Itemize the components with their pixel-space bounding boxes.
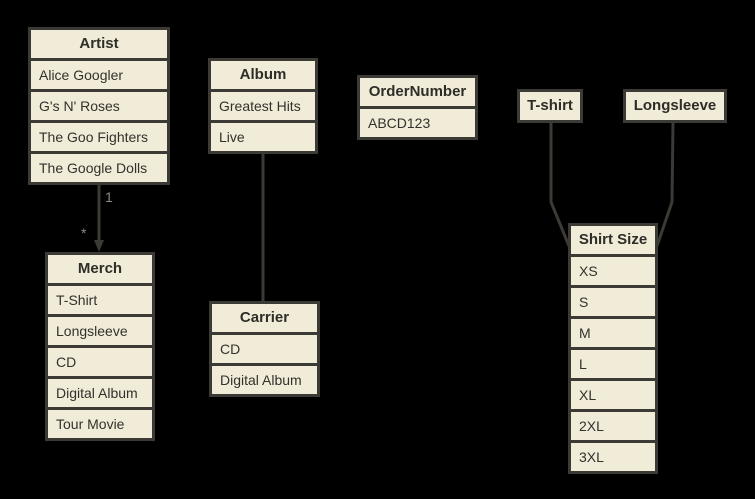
entity-ordernumber: OrderNumber ABCD123	[357, 75, 478, 140]
entity-longsleeve-header: Longsleeve	[633, 97, 717, 114]
table-row: ABCD123	[360, 106, 475, 137]
entity-artist: Artist Alice Googler G's N' Roses The Go…	[28, 27, 170, 185]
table-row: XS	[571, 254, 655, 285]
connector-tshirt-shirtsize	[549, 123, 571, 247]
entity-carrier: Carrier CD Digital Album	[209, 301, 320, 397]
table-row: Digital Album	[48, 376, 152, 407]
table-row: The Goo Fighters	[31, 120, 167, 151]
entity-tshirt-header: T-shirt	[527, 97, 573, 114]
table-row: G's N' Roses	[31, 89, 167, 120]
edge-label-many: *	[81, 225, 87, 241]
table-row: Tour Movie	[48, 407, 152, 438]
table-row: 2XL	[571, 409, 655, 440]
table-row: Live	[211, 120, 315, 151]
entity-album-header: Album	[239, 66, 287, 83]
entity-tshirt: T-shirt	[517, 89, 583, 123]
entity-merch: Merch T-Shirt Longsleeve CD Digital Albu…	[45, 252, 155, 441]
table-row: CD	[212, 332, 317, 363]
table-row: Greatest Hits	[211, 89, 315, 120]
table-row: M	[571, 316, 655, 347]
entity-album: Album Greatest Hits Live	[208, 58, 318, 154]
table-row: Longsleeve	[48, 314, 152, 345]
entity-merch-header: Merch	[77, 260, 123, 277]
arrowhead-artist-merch-icon	[94, 240, 104, 252]
table-row: Digital Album	[212, 363, 317, 394]
table-row: L	[571, 347, 655, 378]
connector-longsleeve-shirtsize	[655, 122, 675, 247]
entity-carrier-header: Carrier	[239, 309, 290, 326]
table-row: 3XL	[571, 440, 655, 471]
table-row: Alice Googler	[31, 58, 167, 89]
entity-artist-header: Artist	[79, 35, 119, 52]
table-row: XL	[571, 378, 655, 409]
table-row: S	[571, 285, 655, 316]
entity-longsleeve: Longsleeve	[623, 89, 727, 123]
edge-label-one: 1	[105, 189, 113, 205]
table-row: CD	[48, 345, 152, 376]
entity-shirtsize-header: Shirt Size	[578, 231, 648, 248]
entity-ordernumber-header: OrderNumber	[368, 83, 467, 100]
table-row: T-Shirt	[48, 283, 152, 314]
entity-shirtsize: Shirt Size XS S M L XL 2XL 3XL	[568, 223, 658, 474]
table-row: The Google Dolls	[31, 151, 167, 182]
